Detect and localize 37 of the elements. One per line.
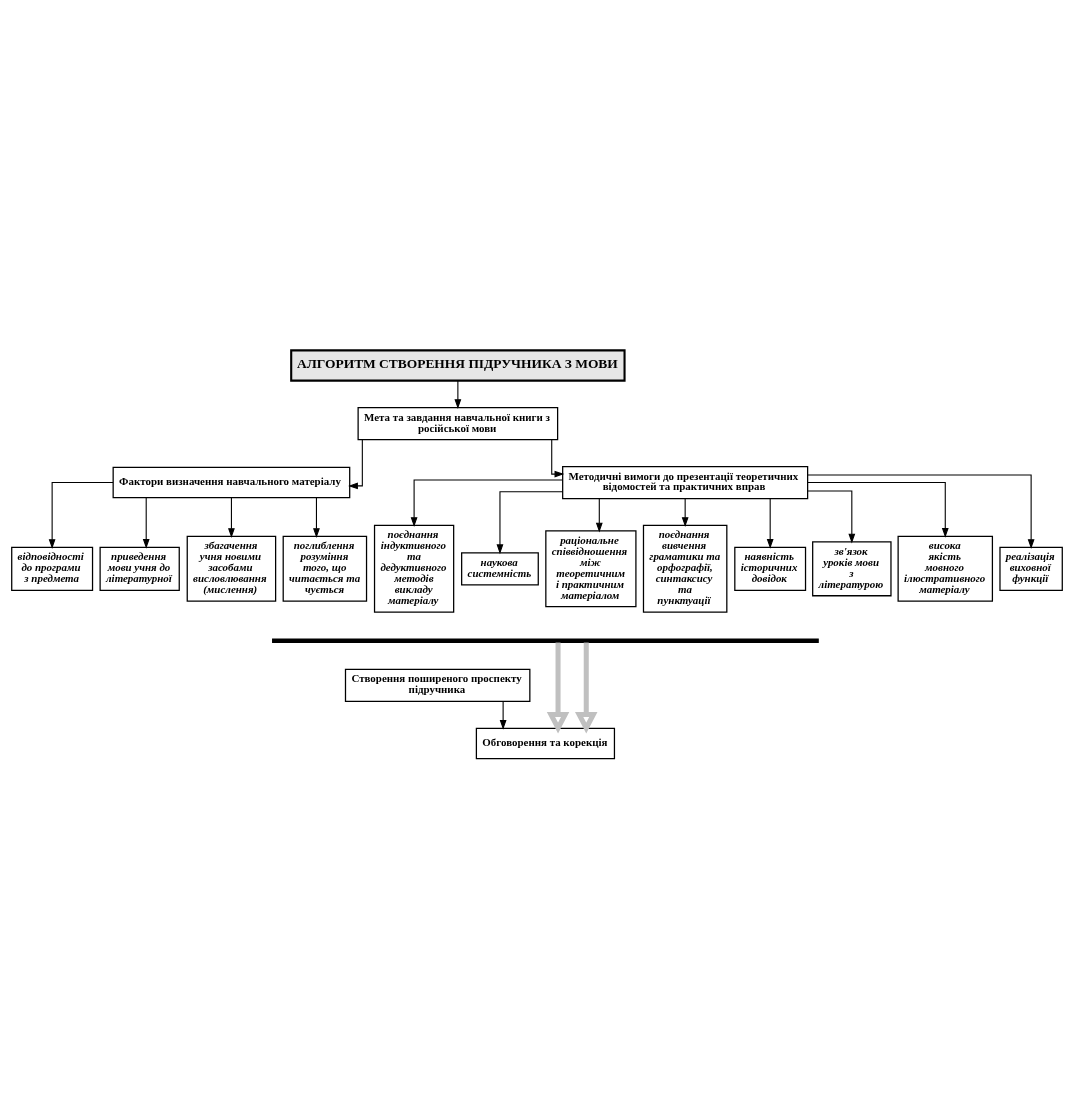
arrow (807, 481, 949, 538)
node-box: реалізація виховної функції (999, 546, 1063, 591)
arrow (348, 438, 363, 489)
arrow (410, 478, 563, 527)
node-box: наукова системність (461, 551, 539, 585)
arrow (766, 497, 774, 549)
arrow (681, 497, 689, 527)
arrow (142, 496, 150, 549)
arrow (807, 489, 856, 543)
node-box: Методичні вимоги до презентації теоретичних відомостей та практичних вправ (562, 465, 809, 499)
node-box: раціональне співвідношення між теоретичним і практичним матеріалом (545, 529, 637, 607)
node-box: Створення поширеного проспекту підручника (344, 668, 531, 702)
node-box: Мета та завдання навчальної книги з російської мови (357, 406, 559, 440)
arrow (575, 642, 598, 733)
arrow (551, 438, 565, 478)
node-bar (272, 637, 819, 643)
arrow (496, 490, 564, 554)
node-box: відповідності до програми з предмета (11, 546, 94, 591)
arrow (228, 496, 235, 538)
arrow (313, 496, 320, 538)
arrow (48, 481, 114, 549)
node-box: висока якість мовного ілюстративного матеріалу (897, 535, 994, 602)
node-box: поглиблення розуміння того, що читається та чується (282, 535, 368, 602)
arrow (595, 497, 603, 532)
arrow (807, 473, 1035, 549)
node-box: приведення мови учня до літературної (99, 546, 180, 591)
node-box: зв'язок уроків мови з літературою (812, 540, 892, 596)
node-box: АЛГОРИТМ СТВОРЕННЯ ПІДРУЧНИКА З МОВИ (290, 348, 626, 382)
node-box: наявність історичних довідок (734, 546, 807, 591)
node-box: поєднання індуктивного та дедуктивного методів викладу матеріалу (373, 524, 455, 613)
node-box: поєднання вивчення граматики та орфографії, синтаксису та пунктуації (642, 524, 728, 613)
node-box: Обговорення та корекція (475, 727, 616, 759)
node-box: Фактори визначення навчального матеріалу (112, 466, 351, 498)
node-box: збагачення учня новими засобами висловлювання (мислення) (186, 535, 277, 602)
arrow (546, 642, 570, 733)
arrow (499, 700, 507, 730)
arrow (454, 379, 462, 409)
